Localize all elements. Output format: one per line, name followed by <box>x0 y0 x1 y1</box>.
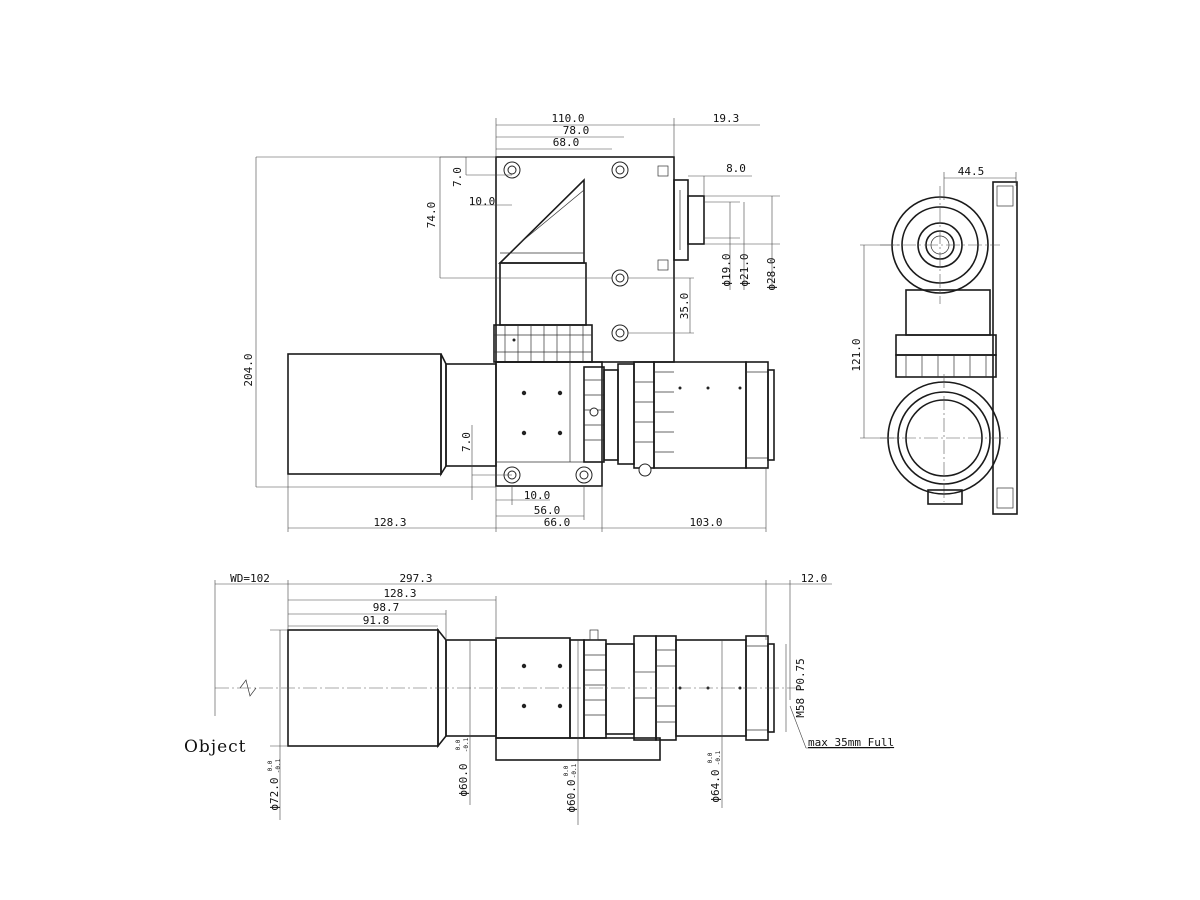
dim-7-bottom: 7.0 <box>460 432 473 452</box>
dim-74: 74.0 <box>425 202 438 229</box>
bottom-view: WD=102 297.3 12.0 128.3 98.7 91.8 Object… <box>184 572 894 825</box>
dim-68: 68.0 <box>553 136 580 149</box>
dim-204: 204.0 <box>242 353 255 386</box>
side-view: 44.5 121.0 <box>850 165 1018 515</box>
main-body <box>495 361 603 487</box>
dim-12: 12.0 <box>801 572 828 585</box>
tolerance-top: 0.0 <box>455 739 462 750</box>
dim-44-5: 44.5 <box>958 165 985 178</box>
dim-66: 66.0 <box>544 516 571 529</box>
tolerance-top: 0.0 <box>707 752 714 763</box>
dim-8: 8.0 <box>726 162 746 175</box>
sensor-note: max 35mm Full <box>808 736 894 749</box>
dim-phi64: ϕ64.0 <box>709 769 722 802</box>
object-label: Object <box>184 737 247 757</box>
tolerance-top: 0.0 <box>563 765 570 776</box>
tolerance-bottom: -0.1 <box>275 758 282 773</box>
thread-label: M58 P0.75 <box>794 658 807 718</box>
object-tube <box>287 353 442 475</box>
dim-10-top: 10.0 <box>469 195 496 208</box>
dim-19-3: 19.3 <box>713 112 740 125</box>
tolerance-bottom: -0.1 <box>463 737 470 752</box>
coupling-ring <box>583 366 605 463</box>
dim-103: 103.0 <box>689 516 722 529</box>
side-camera-port <box>673 179 705 261</box>
dim-phi60-a: ϕ60.0 <box>457 763 470 796</box>
mirror-housing <box>495 156 675 363</box>
dim-phi21: ϕ21.0 <box>738 253 751 286</box>
dim-128-3: 128.3 <box>373 516 406 529</box>
dim-phi72: ϕ72.0 <box>268 777 281 810</box>
dim-110: 110.0 <box>551 112 584 125</box>
dim-91-8: 91.8 <box>363 614 390 627</box>
rear-lens-barrel <box>633 361 775 477</box>
dim-56: 56.0 <box>534 504 561 517</box>
dim-phi60-b: ϕ60.0 <box>565 779 578 812</box>
dim-phi28: ϕ28.0 <box>765 257 778 290</box>
dim-98-7: 98.7 <box>373 601 400 614</box>
tolerance-bottom: -0.1 <box>715 750 722 765</box>
dim-35: 35.0 <box>678 293 691 320</box>
dim-121: 121.0 <box>850 338 863 371</box>
dim-7-top: 7.0 <box>451 167 464 187</box>
dim-10-bottom: 10.0 <box>524 489 551 502</box>
front-view-dimensions <box>255 118 780 532</box>
mounting-plate <box>992 181 1018 515</box>
housing-tube <box>499 262 587 326</box>
front-view: 110.0 78.0 68.0 19.3 8.0 10.0 7.0 74.0 2… <box>242 112 780 532</box>
dim-128-3-bottom: 128.3 <box>383 587 416 600</box>
dim-phi19: ϕ19.0 <box>720 253 733 286</box>
prism <box>498 178 585 264</box>
focus-ring <box>493 324 593 363</box>
dim-297-3: 297.3 <box>399 572 432 585</box>
dim-78: 78.0 <box>563 124 590 137</box>
tolerance-top: 0.0 <box>267 760 274 771</box>
working-distance: WD=102 <box>230 572 270 585</box>
tolerance-bottom: -0.1 <box>571 763 578 778</box>
